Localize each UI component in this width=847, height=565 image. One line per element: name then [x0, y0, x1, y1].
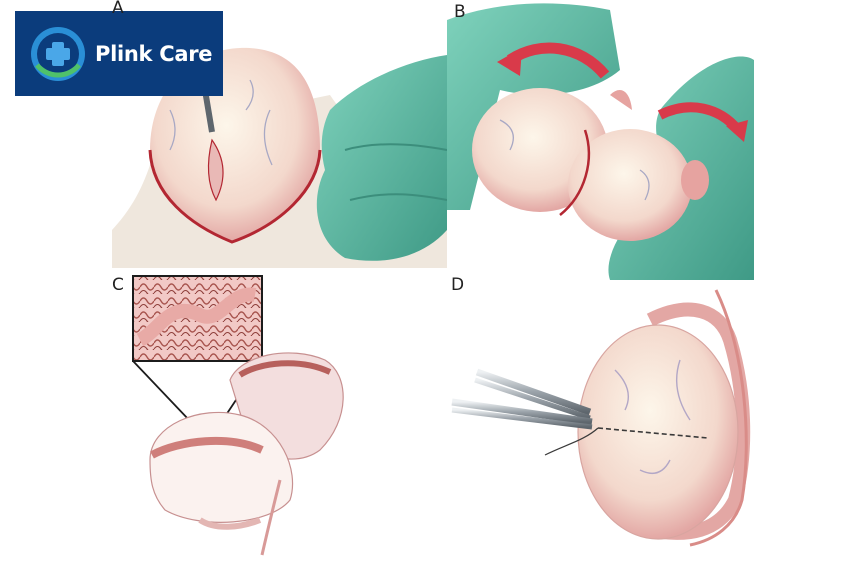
panel-d-illustration: [451, 289, 751, 547]
panel-letter-a: A: [112, 0, 124, 18]
panel-letter-c: C: [112, 275, 124, 295]
panel-letter-d: D: [451, 275, 465, 295]
panel-b-illustration: [447, 0, 754, 281]
panel-a-illustration: [112, 22, 448, 268]
brand-name: Plink Care: [95, 41, 213, 66]
brand-logo: Plink Care: [15, 11, 223, 96]
panel-c-illustration: [132, 275, 344, 556]
medical-cross-icon: [31, 26, 85, 81]
panel-letter-b: B: [454, 2, 466, 22]
